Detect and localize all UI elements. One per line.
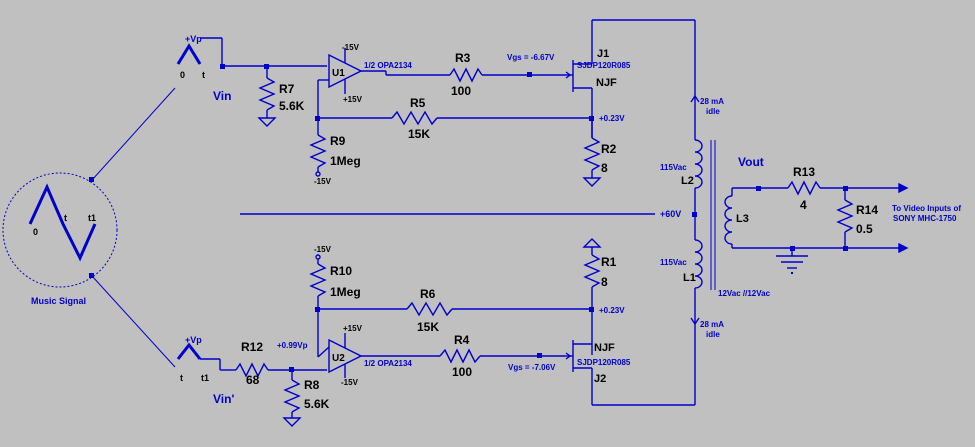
U1-neg-supply: -15V [342,43,360,52]
opamp-U2 [317,333,363,378]
R7-value: 5.6K [279,99,305,113]
music-signal-label: Music Signal [31,296,86,306]
idle-bottom-current: 28 mA [700,320,724,329]
J1-vgs: Vgs = -6.67V [507,53,555,62]
resistor-R1 [582,238,602,355]
vout-label: Vout [738,155,764,169]
R5-value: 15K [408,127,430,141]
R13-value: 4 [800,198,807,212]
vin-bottom-t: t [180,373,183,383]
idle-top-word: idle [706,107,720,116]
R8-name: R8 [304,378,320,392]
vin-top-vp: +Vp [185,34,202,44]
resistor-R12 [235,362,269,378]
vin-top-t0: 0 [180,70,185,80]
R1-value: 8 [601,275,608,289]
vin-bottom-label: Vin' [213,392,234,406]
inductor-L1 [694,215,703,405]
resistor-R3 [449,67,483,83]
R6-value: 15K [417,320,439,334]
resistor-R2 [582,118,602,187]
R3-value: 100 [451,84,471,98]
L1-name: L1 [683,272,696,284]
resistor-R9 [309,118,327,177]
J1-part: SJDP120R085 [577,61,631,70]
resistor-R7 [257,66,277,127]
L3-name: L3 [736,213,749,225]
music-t1-label: t1 [88,213,96,223]
resistor-R10 [309,254,327,357]
idle-bottom-word: idle [706,330,720,339]
R10-value: 1Meg [330,285,361,299]
J2-name: J2 [594,373,606,385]
R14-name: R14 [856,203,878,217]
R5-name: R5 [410,96,426,110]
inductor-L2 [694,139,703,215]
U2-name: U2 [332,353,345,364]
inductor-L3 [724,187,845,249]
U2-part: 1/2 OPA2134 [364,359,412,368]
jfet-J1 [565,20,593,138]
music-t0-label: 0 [33,227,38,237]
resistor-R14 [836,188,854,248]
output-ground [776,246,808,274]
U1-pos-supply: +15V [343,95,363,104]
U2-neg-supply: -15V [341,378,359,387]
R2-name: R2 [601,142,617,156]
vin-top-t: t [202,70,205,80]
resistor-R5 [391,110,438,126]
J1-name: J1 [597,48,609,60]
transformer-rating: 12Vac //12Vac [718,289,771,298]
J2-part: SJDP120R085 [577,358,631,367]
L2-name: L2 [681,175,694,187]
resistor-R4 [439,348,481,364]
R10-name: R10 [330,264,352,278]
resistor-R6 [406,301,453,317]
music-t-label: t [64,213,67,223]
R4-value: 100 [452,365,472,379]
R3-name: R3 [455,51,471,65]
jfet-J2 [565,340,593,405]
R4-name: R4 [454,333,470,347]
R9-value: 1Meg [330,154,361,168]
R9-supply: -15V [314,177,332,186]
music-signal-source [2,87,176,368]
idle-top-current: 28 mA [700,97,724,106]
vin-top-label: Vin [213,89,231,103]
resistor-R8 [282,370,302,427]
L2-vac: 115Vac [660,163,687,172]
R9-name: R9 [330,134,346,148]
J1-type: NJF [596,77,617,89]
R1-name: R1 [601,255,617,269]
U1-name: U1 [332,68,345,79]
to-video-label-2: SONY MHC-1750 [893,214,957,223]
J2-vgs: Vgs = -7.06V [508,363,556,372]
opamp-U1 [317,48,363,118]
J2-type: NJF [594,342,615,354]
R14-value: 0.5 [856,222,873,236]
bottom-input-voltage: +0.99Vp [277,341,308,350]
R13-name: R13 [793,165,815,179]
R10-supply: -15V [314,245,332,254]
R2-value: 8 [601,161,608,175]
vin-bottom-vp: +Vp [185,335,202,345]
R7-name: R7 [279,82,295,96]
U2-pos-supply: +15V [343,324,363,333]
R6-name: R6 [420,287,436,301]
L1-vac: 115Vac [660,258,687,267]
top-node-voltage: +0.23V [599,114,625,123]
vin-bottom-t1: t1 [201,373,209,383]
vin-bottom-source [176,342,236,371]
U1-part: 1/2 OPA2134 [364,61,412,70]
to-video-label-1: To Video Inputs of [892,204,961,213]
R8-value: 5.6K [304,397,330,411]
resistor-R13 [787,180,821,196]
bottom-node-voltage: +0.23V [599,306,625,315]
R12-value: 68 [246,373,260,387]
center-tap-voltage: +60V [660,209,681,219]
R12-name: R12 [241,340,263,354]
